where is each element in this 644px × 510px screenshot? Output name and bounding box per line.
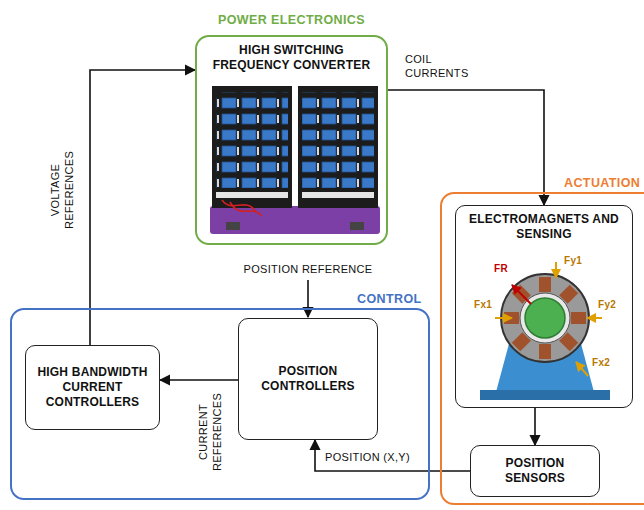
connector-strip — [302, 192, 374, 198]
stator — [501, 274, 589, 362]
force-label: Fx2 — [592, 356, 610, 370]
group-title: ACTUATION — [564, 176, 640, 191]
force-arrow — [495, 317, 512, 319]
group-title: POWER ELECTRONICS — [197, 13, 386, 28]
signal-arrow — [90, 70, 195, 345]
signal-arrow — [315, 440, 470, 471]
coil-group — [539, 277, 551, 292]
force-label: Fx1 — [474, 298, 492, 312]
converter-board — [298, 86, 378, 208]
signal-arrow — [388, 90, 544, 205]
stand-base — [480, 390, 610, 400]
box-title: POSITION SENSORS — [480, 456, 591, 486]
signal-label: CURRENT REFERENCES — [196, 387, 224, 477]
input-arrow — [307, 280, 309, 317]
bearing-stand — [496, 340, 594, 392]
connector-strip — [216, 192, 288, 198]
force-arrow — [512, 285, 531, 304]
coil — [512, 285, 531, 304]
relay-bank — [302, 92, 374, 188]
coil-group — [571, 312, 586, 324]
input-label: POSITION REFERENCE — [240, 262, 376, 276]
force-arrow — [576, 362, 588, 376]
force-label: Fy2 — [598, 298, 616, 312]
process-box: POSITION SENSORS — [470, 445, 600, 497]
group-box: ACTUATIONELECTROMAGNETS AND SENSINGPOSIT… — [440, 192, 644, 505]
coil — [539, 277, 551, 292]
box-title: HIGH BANDWIDTH CURRENT CONTROLLERS — [35, 365, 151, 410]
coil — [571, 312, 586, 324]
fan — [350, 222, 364, 230]
process-box: HIGH BANDWIDTH CURRENT CONTROLLERS — [25, 345, 160, 430]
force-label: FR — [494, 262, 508, 276]
signal-arrow — [534, 408, 536, 445]
group-box: POWER ELECTRONICSHIGH SWITCHING FREQUENC… — [195, 35, 388, 245]
force-arrow — [587, 317, 602, 319]
box-title: HIGH SWITCHING FREQUENCY CONVERTER — [205, 43, 378, 73]
force-arrow — [555, 262, 557, 278]
fan — [226, 222, 240, 230]
signal-arrow — [160, 379, 238, 381]
box-title: POSITION CONTROLLERS — [248, 364, 369, 394]
force-label: Fy1 — [564, 254, 582, 268]
wire — [222, 200, 262, 216]
coil-group — [539, 344, 551, 359]
converter-base — [210, 206, 380, 234]
coil — [539, 344, 551, 359]
process-box: POSITION CONTROLLERS — [238, 318, 378, 440]
box-title: ELECTROMAGNETS AND SENSING — [465, 212, 624, 242]
coil-group — [512, 285, 531, 304]
signal-label: POSITION (X,Y) — [325, 450, 455, 464]
signal-label: VOLTAGE REFERENCES — [48, 145, 76, 235]
signal-label: COIL CURRENTS — [405, 52, 473, 80]
group-title: CONTROL — [357, 292, 422, 307]
converter-board — [212, 86, 292, 208]
relay-bank — [216, 92, 288, 188]
